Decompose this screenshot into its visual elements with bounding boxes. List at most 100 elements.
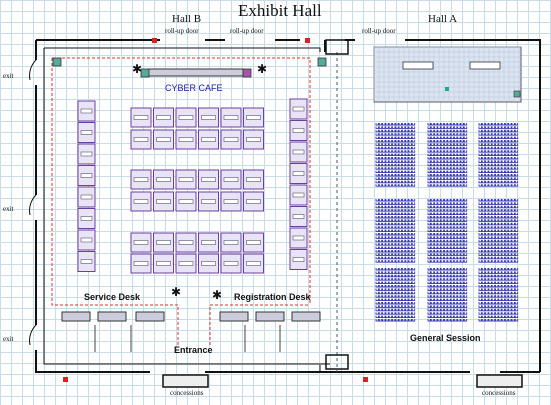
seat-row: [478, 157, 519, 160]
seat-row: [478, 260, 519, 263]
plant: [513, 90, 521, 98]
booth-table: [292, 214, 305, 219]
seat-row: [427, 150, 468, 153]
stage-marker: [445, 87, 449, 91]
seat-row: [427, 136, 468, 140]
booth-table: [156, 199, 171, 204]
booth-table: [156, 240, 171, 245]
seat-row: [375, 129, 416, 133]
seat-row: [478, 133, 519, 136]
service-desk-label: Service Desk: [84, 292, 141, 302]
seat-row: [427, 177, 468, 180]
seat-row: [478, 123, 519, 126]
booth-table: [246, 137, 261, 142]
seat-row: [375, 278, 416, 281]
seat-row: [478, 126, 519, 129]
booth-table: [292, 257, 305, 262]
concessions-stand: [162, 374, 209, 388]
seat-row: [375, 253, 416, 256]
seat-row: [375, 268, 416, 271]
seat-row: [427, 133, 468, 136]
seat-row: [427, 278, 468, 281]
seat-row: [375, 177, 416, 180]
booth-table: [201, 115, 216, 120]
booth-table: [80, 151, 93, 157]
seat-row: [375, 302, 416, 305]
seat-row: [478, 295, 519, 298]
seat-row: [478, 302, 519, 305]
booth-table: [292, 149, 305, 155]
seat-row: [427, 212, 468, 216]
seat-row: [478, 278, 519, 281]
booth-table: [133, 240, 149, 245]
seat-row: [478, 150, 519, 153]
plant: [140, 68, 150, 78]
booth-table: [80, 130, 93, 135]
booth-table: [156, 115, 171, 120]
desk: [61, 311, 91, 322]
seat-row: [375, 126, 416, 129]
seat-row: [478, 184, 519, 187]
seat-row: [427, 315, 468, 319]
seat-row: [375, 291, 416, 295]
seat-row: [478, 163, 519, 167]
exit-label: exit: [3, 72, 14, 80]
seat-row: [427, 157, 468, 160]
booth-table: [80, 259, 93, 264]
seat-row: [375, 229, 416, 233]
seat-row: [375, 295, 416, 298]
seat-row: [478, 140, 519, 143]
seat-row: [375, 219, 416, 222]
booth-table: [178, 177, 194, 182]
page-title: Exhibit Hall: [238, 1, 322, 20]
registration-desk-label: Registration Desk: [234, 292, 311, 302]
seat-row: [375, 315, 416, 319]
booth-table: [133, 177, 149, 182]
red-marker: [363, 377, 368, 382]
seat-row: [427, 226, 468, 229]
booth-table: [80, 216, 93, 221]
booth-table: [246, 115, 261, 120]
seat-row: [427, 319, 468, 322]
seat-row: [427, 243, 468, 246]
seat-row: [427, 274, 468, 278]
booth-table: [80, 108, 93, 114]
booth-table: [156, 261, 171, 266]
booth-table: [133, 199, 149, 204]
booth-table: [292, 128, 305, 133]
seat-row: [478, 291, 519, 295]
red-marker: [63, 377, 68, 382]
seat-row: [478, 308, 519, 312]
booth-table: [133, 261, 149, 266]
seat-row: [478, 219, 519, 222]
seat-row: [427, 312, 468, 315]
seat-row: [375, 319, 416, 322]
seat-row: [375, 150, 416, 153]
seat-row: [478, 146, 519, 150]
plant: [242, 68, 252, 78]
seat-row: [427, 219, 468, 222]
seat-row: [375, 180, 416, 184]
booth-table: [246, 240, 261, 245]
roll-up-door-label: roll-up door: [230, 27, 264, 35]
seat-row: [427, 288, 468, 291]
entrance-label: Entrance: [174, 345, 213, 355]
desk: [291, 311, 321, 322]
seat-row: [375, 205, 416, 209]
booth-table: [201, 240, 216, 245]
seat-row: [478, 243, 519, 246]
seat-row: [478, 153, 519, 157]
seat-row: [427, 222, 468, 226]
seat-row: [427, 129, 468, 133]
booth-table: [201, 137, 216, 142]
seat-row: [375, 256, 416, 260]
booth-table: [201, 261, 216, 266]
seat-row: [375, 209, 416, 212]
seat-row: [427, 123, 468, 126]
seat-row: [427, 229, 468, 233]
booth-table: [178, 261, 194, 266]
booth-table: [246, 177, 261, 182]
seat-row: [478, 233, 519, 236]
